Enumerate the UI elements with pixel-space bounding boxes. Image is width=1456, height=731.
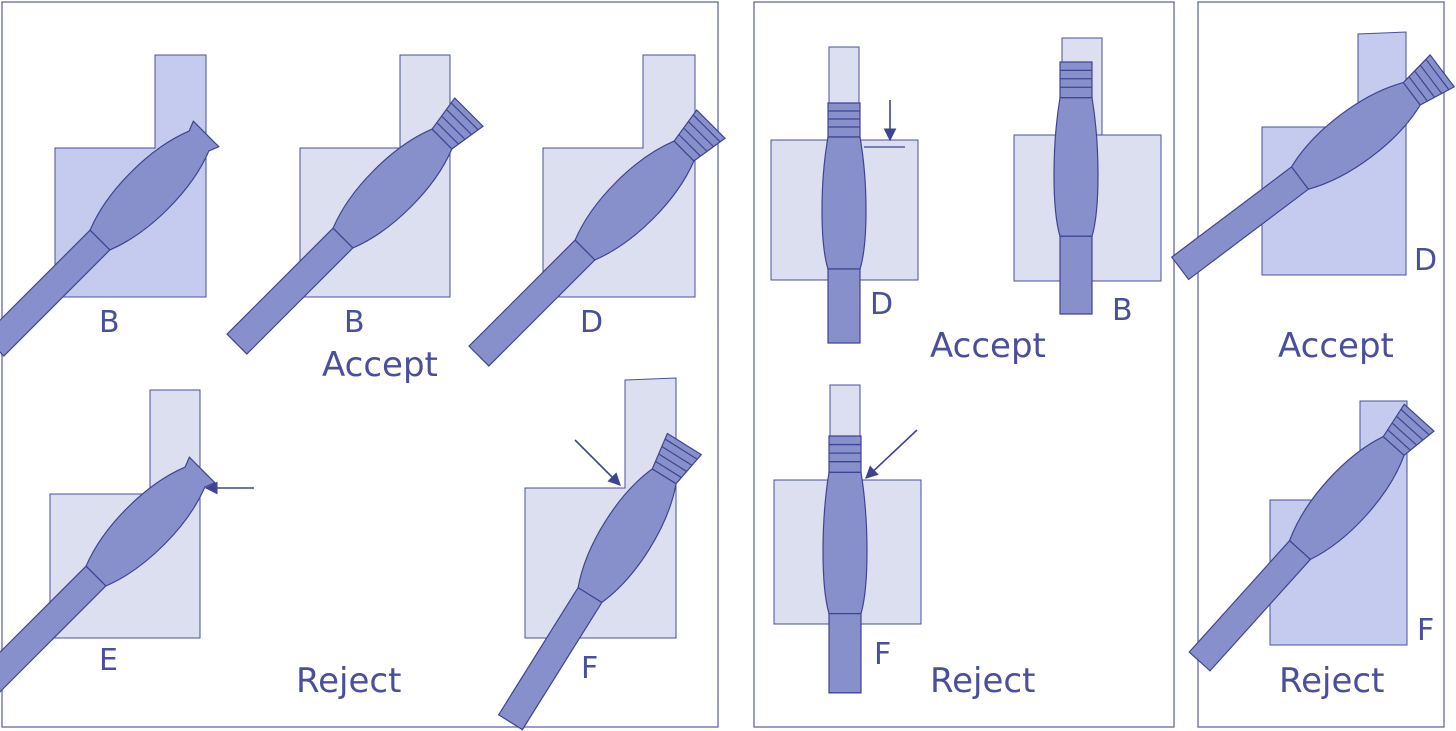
figure-left-1: B	[0, 54, 226, 366]
panel-left: B B D Accept E Reject	[0, 1, 730, 731]
plate	[524, 377, 677, 639]
reject-label: Reject	[296, 661, 401, 701]
figure-middle-2: B	[1013, 37, 1162, 328]
figure-right-2: F	[1179, 399, 1440, 680]
figure-right-1: D	[1163, 31, 1456, 290]
figure-letter: F	[581, 651, 598, 686]
accept-label: Accept	[930, 326, 1046, 366]
component	[822, 435, 868, 694]
figure-letter: B	[99, 305, 120, 340]
panel-left-frame	[1, 1, 719, 728]
panel-right: D Accept F Reject	[1163, 1, 1456, 728]
panel-middle: D B Accept F Reject	[753, 1, 1175, 728]
reject-label: Reject	[1279, 661, 1384, 701]
figure-left-5: F	[487, 377, 707, 731]
reject-label: Reject	[930, 661, 1035, 701]
figure-left-4: E	[0, 389, 254, 702]
defect-arrow	[865, 429, 918, 479]
panel-right-frame	[1197, 1, 1445, 728]
component	[1053, 61, 1099, 315]
panel-middle-frame	[753, 1, 1175, 728]
figure-letter: F	[874, 637, 891, 672]
component	[821, 102, 867, 344]
plate-tab	[828, 46, 860, 104]
figure-letter: D	[1414, 243, 1437, 278]
figure-letter: D	[580, 305, 603, 340]
figure-letter: B	[1112, 293, 1133, 328]
figure-letter: F	[1417, 613, 1434, 648]
plate-tab	[829, 384, 861, 438]
figure-middle-1: D	[770, 46, 919, 344]
accept-label: Accept	[1278, 326, 1394, 366]
figure-middle-3: F	[773, 384, 922, 694]
figure-letter: E	[99, 643, 118, 678]
figure-left-2: B	[217, 54, 488, 364]
figure-letter: D	[870, 287, 893, 322]
accept-label: Accept	[322, 345, 438, 385]
figure-left-3: D	[459, 54, 730, 376]
figure-letter: B	[344, 305, 365, 340]
defect-arrow	[574, 439, 621, 486]
